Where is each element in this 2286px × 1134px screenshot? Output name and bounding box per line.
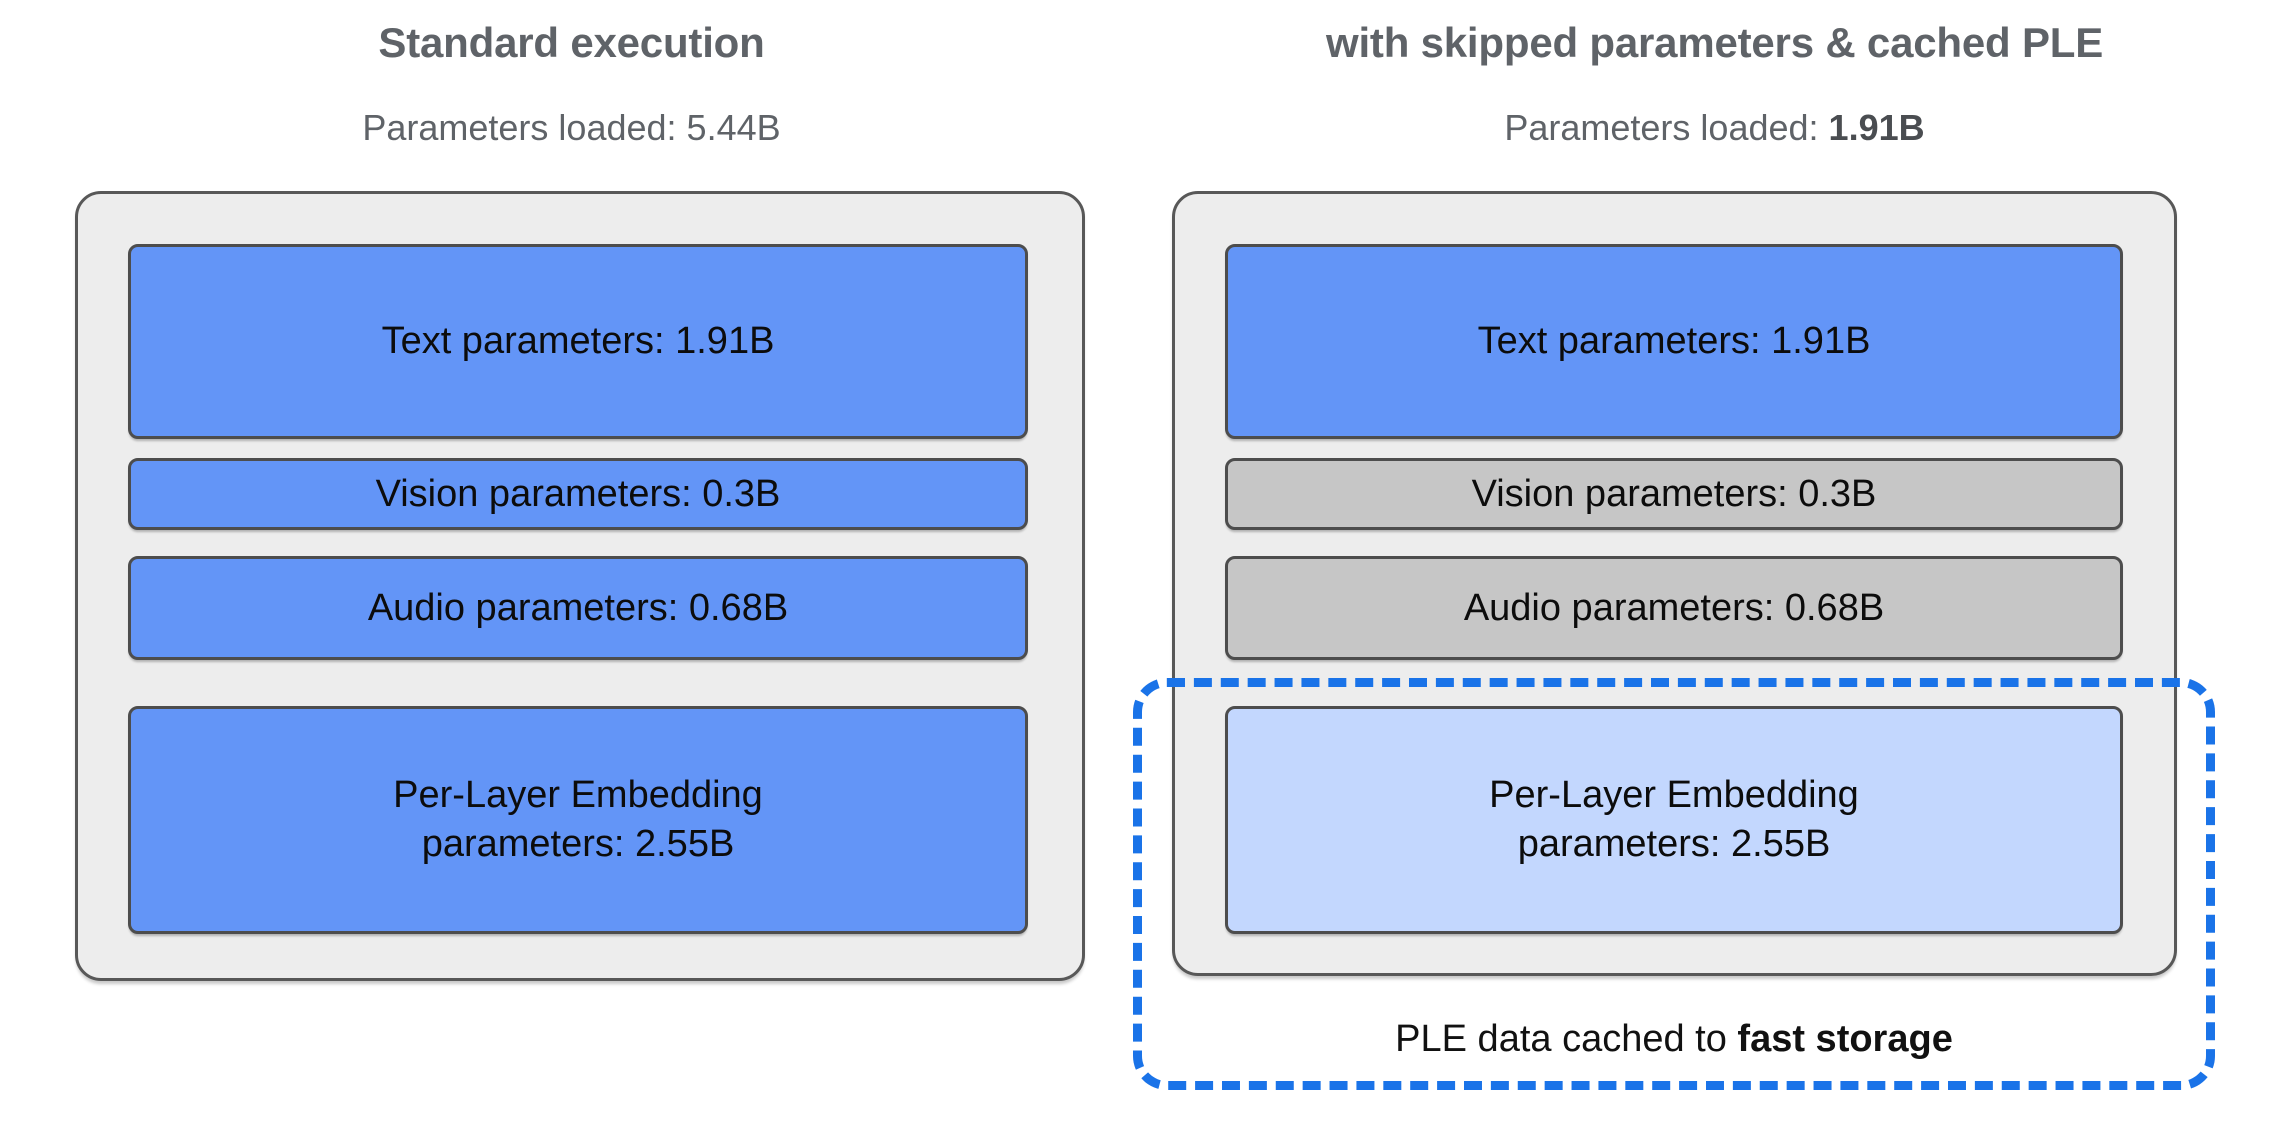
column-subtitle-standard: Parameters loaded: 5.44B: [0, 110, 1143, 146]
param-box-ple-standard[interactable]: Per-Layer Embedding parameters: 2.55B: [128, 706, 1028, 934]
subtitle-prefix-standard: Parameters loaded:: [362, 107, 687, 148]
cache-caption-emphasis: fast storage: [1737, 1018, 1953, 1060]
panel-optimized-execution: Text parameters: 1.91B Vision parameters…: [1172, 191, 2177, 976]
param-box-text-optimized[interactable]: Text parameters: 1.91B: [1225, 244, 2123, 439]
param-box-vision-standard-label: Vision parameters: 0.3B: [375, 472, 781, 515]
param-box-vision-standard[interactable]: Vision parameters: 0.3B: [128, 458, 1028, 530]
subtitle-value-optimized: 1.91B: [1828, 107, 1925, 148]
param-box-audio-optimized-label: Audio parameters: 0.68B: [1463, 586, 1885, 629]
param-box-text-standard[interactable]: Text parameters: 1.91B: [128, 244, 1028, 439]
column-subtitle-optimized: Parameters loaded: 1.91B: [1143, 110, 2286, 146]
subtitle-value-standard: 5.44B: [686, 107, 781, 148]
param-box-vision-optimized-label: Vision parameters: 0.3B: [1471, 472, 1877, 515]
param-box-text-optimized-label: Text parameters: 1.91B: [1477, 320, 1871, 363]
param-box-audio-standard[interactable]: Audio parameters: 0.68B: [128, 556, 1028, 660]
param-box-audio-standard-label: Audio parameters: 0.68B: [367, 586, 789, 629]
param-box-ple-standard-label-line2: parameters: 2.55B: [421, 823, 735, 865]
subtitle-prefix-optimized: Parameters loaded:: [1504, 107, 1829, 148]
param-box-ple-standard-label-line1: Per-Layer Embedding: [393, 774, 763, 817]
param-box-text-standard-label: Text parameters: 1.91B: [381, 320, 775, 363]
param-box-ple-optimized-label-line1: Per-Layer Embedding: [1489, 774, 1859, 817]
column-title-optimized: with skipped parameters & cached PLE: [1325, 19, 2104, 66]
param-box-vision-optimized[interactable]: Vision parameters: 0.3B: [1225, 458, 2123, 530]
param-box-ple-optimized[interactable]: Per-Layer Embedding parameters: 2.55B: [1225, 706, 2123, 934]
cache-caption-prefix: PLE data cached to: [1395, 1018, 1738, 1060]
param-box-audio-optimized[interactable]: Audio parameters: 0.68B: [1225, 556, 2123, 660]
column-title-standard: Standard execution: [378, 19, 765, 66]
panel-standard-execution: Text parameters: 1.91B Vision parameters…: [75, 191, 1085, 981]
cache-caption: PLE data cached to fast storage: [1133, 1020, 2215, 1058]
param-box-ple-optimized-label-line2: parameters: 2.55B: [1517, 823, 1831, 865]
